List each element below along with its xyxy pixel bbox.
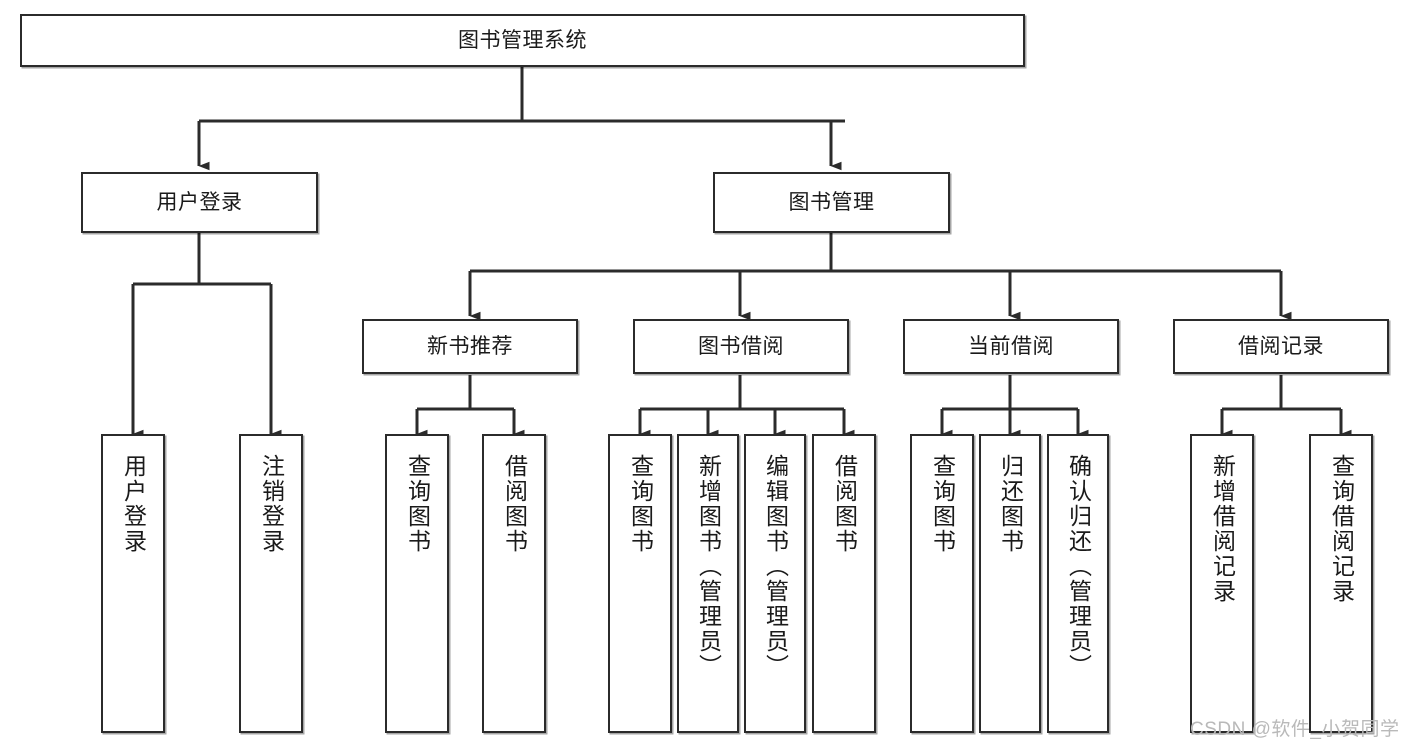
node-root-label: 图书管理系统 (458, 28, 587, 52)
node-book-management-label: 图书管理 (788, 190, 875, 214)
node-leaf-user-login-label: 用户登录 (120, 454, 147, 554)
node-borrow-record[interactable]: 借阅记录 (1173, 319, 1389, 374)
node-leaf-query-book-3[interactable]: 查询图书 (910, 434, 974, 733)
node-leaf-query-book-3-label: 查询图书 (929, 454, 956, 554)
node-leaf-query-book-2[interactable]: 查询图书 (608, 434, 672, 733)
node-user-login[interactable]: 用户登录 (81, 172, 318, 233)
node-leaf-query-record[interactable]: 查询借阅记录 (1309, 434, 1373, 733)
node-leaf-confirm-return-label: 确认归还（管理员） (1065, 454, 1092, 679)
node-leaf-add-record-label: 新增借阅记录 (1209, 454, 1236, 604)
node-leaf-query-book-1[interactable]: 查询图书 (385, 434, 449, 733)
node-leaf-query-book-1-label: 查询图书 (404, 454, 431, 554)
node-leaf-user-login[interactable]: 用户登录 (101, 434, 165, 733)
node-leaf-add-book[interactable]: 新增图书（管理员） (677, 434, 739, 733)
node-leaf-logout-label: 注销登录 (258, 454, 285, 554)
node-current-borrow[interactable]: 当前借阅 (903, 319, 1119, 374)
node-new-book-recommend[interactable]: 新书推荐 (362, 319, 578, 374)
node-leaf-add-book-label: 新增图书（管理员） (695, 454, 722, 679)
node-leaf-return-book-label: 归还图书 (997, 454, 1024, 554)
node-current-borrow-label: 当前借阅 (968, 334, 1054, 358)
node-book-borrow-label: 图书借阅 (698, 334, 784, 358)
node-leaf-borrow-book-1-label: 借阅图书 (501, 454, 528, 554)
node-leaf-add-record[interactable]: 新增借阅记录 (1190, 434, 1254, 733)
node-leaf-return-book[interactable]: 归还图书 (979, 434, 1041, 733)
node-book-borrow[interactable]: 图书借阅 (633, 319, 849, 374)
node-leaf-logout[interactable]: 注销登录 (239, 434, 303, 733)
node-leaf-borrow-book-1[interactable]: 借阅图书 (482, 434, 546, 733)
node-leaf-confirm-return[interactable]: 确认归还（管理员） (1047, 434, 1109, 733)
node-book-management[interactable]: 图书管理 (713, 172, 950, 233)
node-new-book-recommend-label: 新书推荐 (427, 334, 513, 358)
node-leaf-edit-book[interactable]: 编辑图书（管理员） (744, 434, 806, 733)
node-user-login-label: 用户登录 (156, 190, 243, 214)
node-root[interactable]: 图书管理系统 (20, 14, 1025, 67)
node-leaf-borrow-book-2[interactable]: 借阅图书 (812, 434, 876, 733)
node-borrow-record-label: 借阅记录 (1238, 334, 1324, 358)
node-leaf-query-record-label: 查询借阅记录 (1328, 454, 1355, 604)
csdn-watermark: CSDN @软件_小贺同学 (1190, 719, 1400, 740)
node-leaf-edit-book-label: 编辑图书（管理员） (762, 454, 789, 679)
node-leaf-borrow-book-2-label: 借阅图书 (831, 454, 858, 554)
node-leaf-query-book-2-label: 查询图书 (627, 454, 654, 554)
